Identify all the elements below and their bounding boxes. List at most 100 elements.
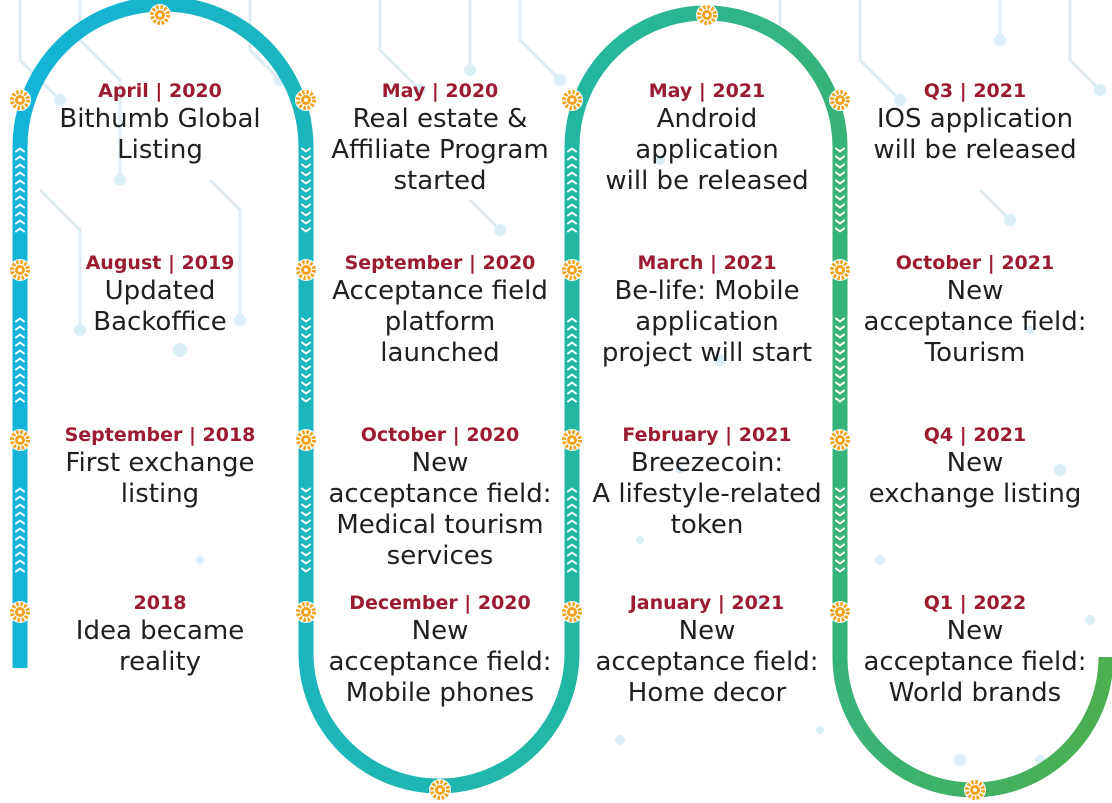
chevron-up-icon — [567, 163, 577, 169]
chevron-down-icon — [835, 171, 845, 177]
chevron-down-icon — [835, 527, 845, 533]
gear-node-icon — [561, 601, 583, 623]
chevron-down-icon — [301, 365, 311, 371]
chevron-down-icon — [835, 325, 845, 331]
gear-node-icon — [295, 89, 317, 111]
chevron-down-icon — [301, 535, 311, 541]
chevron-up-icon — [567, 187, 577, 193]
milestone-text: Idea became reality — [75, 616, 245, 677]
milestone-text: New acceptance field: Tourism — [863, 276, 1087, 368]
chevron-down-icon — [301, 147, 311, 153]
chevron-down-icon — [835, 495, 845, 501]
gear-node-icon — [964, 779, 986, 801]
chevron-down-icon — [301, 495, 311, 501]
milestone-date: May | 2020 — [381, 80, 499, 102]
milestone-text: Updated Backoffice — [93, 276, 227, 337]
chevron-down-icon — [301, 333, 311, 339]
chevron-up-icon — [15, 163, 25, 169]
chevron-up-icon — [15, 333, 25, 339]
chevron-up-icon — [15, 373, 25, 379]
chevron-down-icon — [835, 389, 845, 395]
chevron-down-icon — [301, 519, 311, 525]
chevron-up-icon — [15, 503, 25, 509]
chevron-down-icon — [301, 317, 311, 323]
milestone-date: May | 2021 — [648, 80, 766, 102]
chevron-up-icon — [15, 187, 25, 193]
gear-node-icon — [829, 429, 851, 451]
chevron-up-icon — [567, 195, 577, 201]
milestone-date: Q4 | 2021 — [923, 424, 1027, 446]
chevron-up-icon — [567, 567, 577, 573]
chevron-up-icon — [15, 535, 25, 541]
chevron-down-icon — [835, 187, 845, 193]
chevron-down-icon — [301, 203, 311, 209]
chevron-down-icon — [301, 171, 311, 177]
gear-node-icon — [149, 4, 171, 26]
chevron-down-icon — [835, 203, 845, 209]
chevron-down-icon — [835, 487, 845, 493]
milestone-text: Be-life: Mobile application project will… — [601, 276, 813, 368]
chevron-up-icon — [15, 203, 25, 209]
chevron-down-icon — [301, 503, 311, 509]
milestone-text: New acceptance field: World brands — [863, 616, 1087, 708]
milestone-text: New acceptance field: Home decor — [595, 616, 819, 708]
chevron-down-icon — [835, 503, 845, 509]
gear-node-icon — [829, 601, 851, 623]
chevron-down-icon — [301, 325, 311, 331]
chevron-up-icon — [15, 519, 25, 525]
chevron-down-icon — [835, 543, 845, 549]
gear-node-icon — [295, 259, 317, 281]
chevron-up-icon — [567, 357, 577, 363]
chevron-up-icon — [15, 341, 25, 347]
chevron-up-icon — [15, 211, 25, 217]
milestone-text: IOS application will be released — [873, 104, 1077, 165]
milestone-text: New acceptance field: Mobile phones — [328, 616, 552, 708]
chevron-down-icon — [835, 227, 845, 233]
milestone-text: Android application will be released — [605, 104, 809, 196]
chevron-up-icon — [567, 227, 577, 233]
chevron-up-icon — [15, 325, 25, 331]
timeline-nodes — [9, 4, 986, 801]
chevron-up-icon — [15, 543, 25, 549]
chevron-down-icon — [835, 155, 845, 161]
chevron-up-icon — [15, 559, 25, 565]
milestone-text: Breezecoin: A lifestyle-related token — [592, 448, 822, 540]
chevron-down-icon — [835, 519, 845, 525]
chevron-up-icon — [15, 567, 25, 573]
chevron-down-icon — [301, 179, 311, 185]
milestone-date: 2018 — [133, 592, 187, 614]
chevron-down-icon — [301, 211, 311, 217]
chevron-down-icon — [301, 195, 311, 201]
milestone-text: Real estate & Affiliate Program started — [331, 104, 549, 196]
chevron-up-icon — [567, 333, 577, 339]
milestone-text: First exchange listing — [65, 448, 255, 509]
chevron-down-icon — [301, 381, 311, 387]
chevron-down-icon — [835, 179, 845, 185]
chevron-up-icon — [15, 487, 25, 493]
milestone-date: September | 2018 — [64, 424, 256, 446]
chevron-up-icon — [15, 219, 25, 225]
chevron-down-icon — [835, 535, 845, 541]
chevron-up-icon — [567, 511, 577, 517]
milestone-date: March | 2021 — [637, 252, 777, 274]
chevron-up-icon — [567, 203, 577, 209]
chevron-down-icon — [835, 219, 845, 225]
milestone-text: Acceptance field platform launched — [332, 276, 548, 368]
gear-node-icon — [295, 601, 317, 623]
chevron-up-icon — [15, 527, 25, 533]
milestone-date: Q3 | 2021 — [923, 80, 1027, 102]
milestone-date: February | 2021 — [622, 424, 792, 446]
gear-node-icon — [829, 259, 851, 281]
chevron-up-icon — [15, 357, 25, 363]
chevron-up-icon — [15, 365, 25, 371]
chevron-down-icon — [835, 373, 845, 379]
chevron-down-icon — [835, 333, 845, 339]
chevron-up-icon — [567, 341, 577, 347]
